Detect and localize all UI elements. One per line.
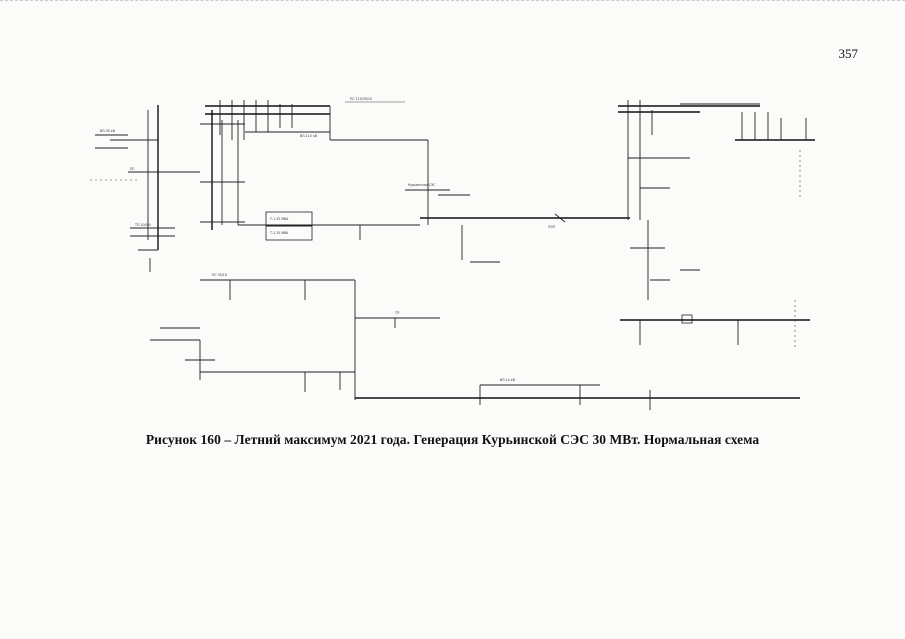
svg-text:ПС 35/10: ПС 35/10 <box>212 273 227 277</box>
lower-branches: ПС 35/10 ТП ВЛ-10 кВ <box>150 273 800 410</box>
left-trunk: ВЛ-35 кВ ПС ТП-10/0,4 <box>90 105 200 272</box>
transformer-box: Т-1 25 МВА Т-2 25 МВА <box>265 211 313 241</box>
svg-text:ВЛ-10 кВ: ВЛ-10 кВ <box>500 378 515 382</box>
svg-text:Т-2 25 МВА: Т-2 25 МВА <box>269 231 289 235</box>
left-upper-substation: ПС 110/35/10 ВЛ-110 кВ <box>200 97 429 160</box>
right-middle <box>620 220 810 350</box>
svg-text:ТП-10/0,4: ТП-10/0,4 <box>134 223 151 227</box>
center-bus: Курьинская СЭС ЛЭП <box>359 160 630 263</box>
right-upper-substation <box>618 100 815 220</box>
svg-text:ЛЭП: ЛЭП <box>548 225 556 229</box>
svg-text:ПС: ПС <box>130 167 135 171</box>
figure-caption: Рисунок 160 – Летний максимум 2021 года.… <box>145 432 760 447</box>
middle-trunk <box>200 110 420 230</box>
svg-text:ВЛ-35 кВ: ВЛ-35 кВ <box>100 129 115 133</box>
scan-edge <box>0 0 905 9</box>
svg-text:Курьинская СЭС: Курьинская СЭС <box>408 183 436 187</box>
svg-text:ТП: ТП <box>394 311 400 315</box>
svg-text:Т-1 25 МВА: Т-1 25 МВА <box>269 217 289 221</box>
svg-text:ПС 110/35/10: ПС 110/35/10 <box>350 97 372 101</box>
page-number: 357 <box>838 46 859 61</box>
svg-text:ВЛ-110 кВ: ВЛ-110 кВ <box>300 134 317 138</box>
network-diagram: ПС 110/35/10 ВЛ-110 кВ ВЛ-35 кВ ПС ТП-10… <box>90 97 815 410</box>
